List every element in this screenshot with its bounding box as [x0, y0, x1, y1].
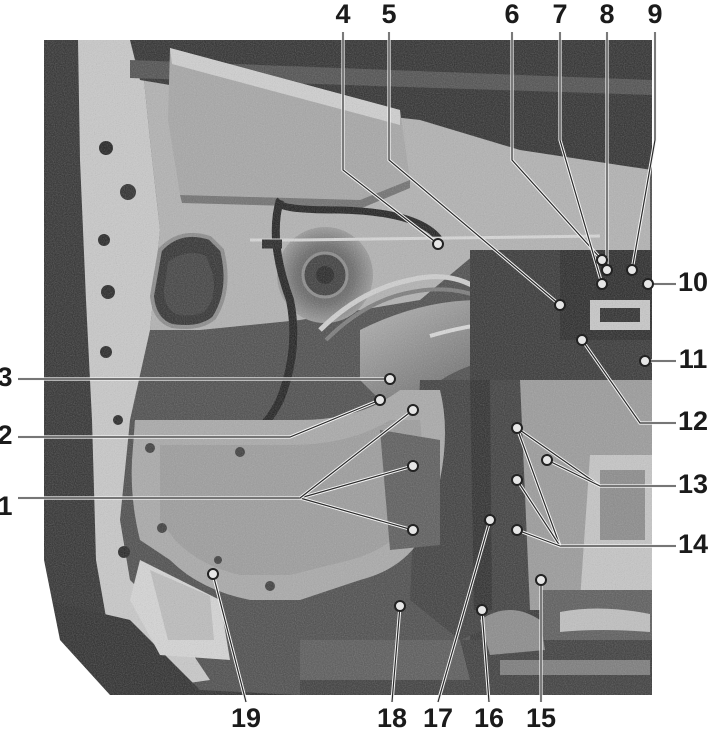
- leader-line-14-1: [516, 479, 561, 547]
- callout-label-2: 2: [0, 420, 13, 450]
- callout-label-19: 19: [231, 703, 261, 733]
- callout-leaders: [18, 32, 676, 703]
- leader-line-1-2: [299, 409, 414, 499]
- callout-label-12: 12: [678, 406, 708, 436]
- callout-target-dot: [554, 299, 566, 311]
- callout-markers: [207, 238, 654, 616]
- callout-label-18: 18: [377, 703, 407, 733]
- callout-target-dot: [394, 600, 406, 612]
- callout-target-dot: [596, 278, 608, 290]
- callout-label-5: 5: [381, 0, 396, 29]
- callout-label-4: 4: [335, 0, 350, 29]
- leader-line-18: [391, 605, 401, 703]
- leader-line-13-1: [546, 459, 601, 487]
- leader-line-9: [631, 32, 656, 271]
- callout-target-dot: [407, 524, 419, 536]
- callout-label-13: 13: [678, 469, 708, 499]
- leader-line-2: [18, 399, 381, 438]
- callout-label-1: 1: [0, 491, 13, 521]
- callout-label-10: 10: [678, 267, 708, 297]
- callout-target-dot: [511, 524, 523, 536]
- callout-target-dot: [384, 373, 396, 385]
- callout-labels: 1 2 3 4 5 6 7 8 9 10 11 12 13 14 15 16 1…: [0, 0, 708, 733]
- callout-label-7: 7: [552, 0, 567, 29]
- callout-target-dot: [576, 334, 588, 346]
- callout-target-dot: [374, 394, 386, 406]
- callout-label-14: 14: [678, 529, 708, 559]
- callout-target-dot: [432, 238, 444, 250]
- callout-target-dot: [601, 264, 613, 276]
- leader-line-19: [212, 573, 247, 703]
- callout-target-dot: [407, 404, 419, 416]
- callout-target-dot: [484, 514, 496, 526]
- callout-label-16: 16: [474, 703, 504, 733]
- callout-target-dot: [476, 604, 488, 616]
- callout-target-dot: [511, 474, 523, 486]
- callout-target-dot: [207, 568, 219, 580]
- callout-label-8: 8: [599, 0, 614, 29]
- leader-line-12: [581, 339, 676, 424]
- callout-target-dot: [511, 422, 523, 434]
- callout-label-3: 3: [0, 362, 13, 392]
- callout-target-dot: [407, 460, 419, 472]
- callout-label-17: 17: [423, 703, 453, 733]
- callout-target-dot: [642, 278, 654, 290]
- callout-target-dot: [626, 264, 638, 276]
- leader-line-6: [511, 32, 603, 261]
- callout-label-9: 9: [647, 0, 662, 29]
- callout-target-dot: [639, 355, 651, 367]
- callout-target-dot: [596, 254, 608, 266]
- callout-label-6: 6: [504, 0, 519, 29]
- leader-line-16: [481, 609, 490, 703]
- leader-line-7: [559, 32, 603, 285]
- leader-line-4: [342, 32, 439, 245]
- callout-label-11: 11: [679, 344, 708, 374]
- leader-line-1-1: [299, 497, 414, 531]
- callout-target-dot: [535, 574, 547, 586]
- leader-line-17: [437, 519, 491, 703]
- callout-target-dot: [541, 454, 553, 466]
- photo-area: [44, 40, 652, 695]
- callout-label-15: 15: [526, 703, 556, 733]
- leader-line-5: [388, 32, 561, 306]
- leader-line-14-2: [516, 529, 561, 547]
